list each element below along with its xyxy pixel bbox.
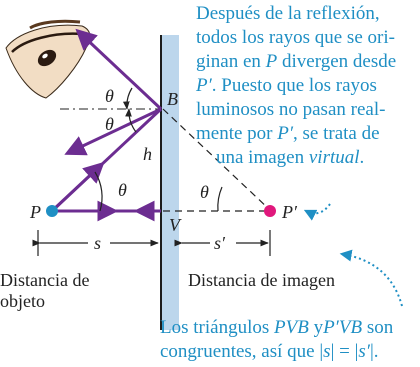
note-top-line-1: Después de la reflexión, — [196, 3, 380, 24]
label-point-p: P — [29, 202, 41, 222]
note-bottom-line-1: Los triángulos PVB yP′VB son — [160, 317, 394, 338]
note-bottom-line-2: congruentes, así que |s| = |s′|. — [160, 341, 379, 362]
distance-bar-s-prime — [174, 230, 271, 256]
label-point-v: V — [169, 215, 182, 235]
label-object-distance-line2: objeto — [0, 291, 45, 311]
label-height-h: h — [143, 144, 152, 164]
distance-bar-s — [32, 230, 159, 256]
pointer-to-image — [303, 203, 331, 221]
label-theta-normal-lower: θ — [105, 114, 114, 134]
label-point-p-prime: P′ — [281, 202, 298, 222]
note-bottom: Los triángulos PVB yP′VB son congruentes… — [160, 316, 418, 364]
label-point-b: B — [167, 89, 178, 109]
image-point — [264, 205, 276, 217]
object-point — [46, 205, 58, 217]
angle-arc-incident — [125, 108, 137, 133]
virtual-ray-line — [162, 108, 271, 211]
note-top-line-2: todos los rayos que se ori- — [196, 27, 395, 48]
note-top-line-4: P′. Puesto que los rayos — [196, 75, 377, 96]
angle-arc-object — [94, 171, 103, 212]
note-top-line-3: ginan en P divergen desde — [196, 51, 397, 72]
label-image-distance: Distancia de imagen — [188, 270, 335, 290]
label-distance-s-prime: s′ — [214, 233, 226, 253]
label-theta-image: θ — [200, 182, 209, 202]
note-top: Después de la reflexión, todos los rayos… — [196, 2, 418, 170]
note-top-line-5: luminosos no pasan real- — [196, 99, 386, 120]
mirror-surface — [161, 35, 179, 330]
ray-reflected — [64, 28, 163, 156]
pointer-to-distances — [339, 249, 403, 307]
label-theta-object: θ — [118, 180, 127, 200]
label-theta-normal-upper: θ — [105, 86, 114, 106]
label-distance-s: s — [94, 233, 101, 253]
label-object-distance-line1: Distancia de — [0, 270, 89, 290]
ray-incident — [50, 107, 163, 213]
note-top-line-6: mente por P′, se trata de — [196, 123, 380, 144]
angle-arc-image — [217, 186, 223, 212]
note-top-line-7: una imagen virtual. — [216, 147, 365, 168]
eye-icon — [5, 19, 91, 99]
angle-arc-reflected — [122, 87, 133, 110]
